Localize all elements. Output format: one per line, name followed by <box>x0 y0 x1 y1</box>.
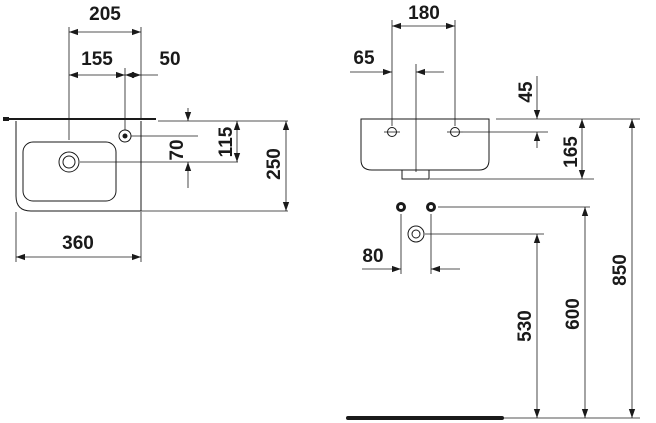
drain-inner <box>62 155 76 169</box>
drain-outer <box>58 151 80 173</box>
waste-spigot <box>401 169 430 180</box>
dim-label-155: 155 <box>81 49 113 70</box>
waste-outlet-outer <box>407 225 425 243</box>
fixing-hole-right <box>447 127 463 137</box>
dim-label-530: 530 <box>515 310 536 342</box>
rim-left-cap <box>3 117 9 121</box>
supply-point-left <box>396 202 406 212</box>
tap-hole-center <box>122 133 128 139</box>
dim-label-45: 45 <box>516 81 537 103</box>
dim-label-180: 180 <box>408 3 440 24</box>
waste-outlet-inner <box>411 229 421 239</box>
dim-label-360: 360 <box>62 233 94 254</box>
dim-label-850: 850 <box>610 254 631 286</box>
dim-label-250: 250 <box>264 148 285 180</box>
dim-label-65: 65 <box>353 48 375 69</box>
front-view: 180 65 45 165 <box>346 3 640 420</box>
fixing-hole-left <box>384 127 400 137</box>
top-view: 205 155 50 70 115 250 360 <box>3 4 290 262</box>
basin-outline <box>15 121 142 212</box>
dim-label-205: 205 <box>89 4 121 25</box>
basin-bowl <box>22 141 117 202</box>
dim-label-600: 600 <box>563 298 584 330</box>
dim-label-70: 70 <box>167 139 188 160</box>
basin-front-outline <box>360 118 490 171</box>
supply-point-right <box>426 202 436 212</box>
dim-label-165: 165 <box>561 136 582 168</box>
dim-label-50: 50 <box>159 49 180 70</box>
dim-label-115: 115 <box>216 126 237 157</box>
dim-label-80: 80 <box>362 246 383 267</box>
